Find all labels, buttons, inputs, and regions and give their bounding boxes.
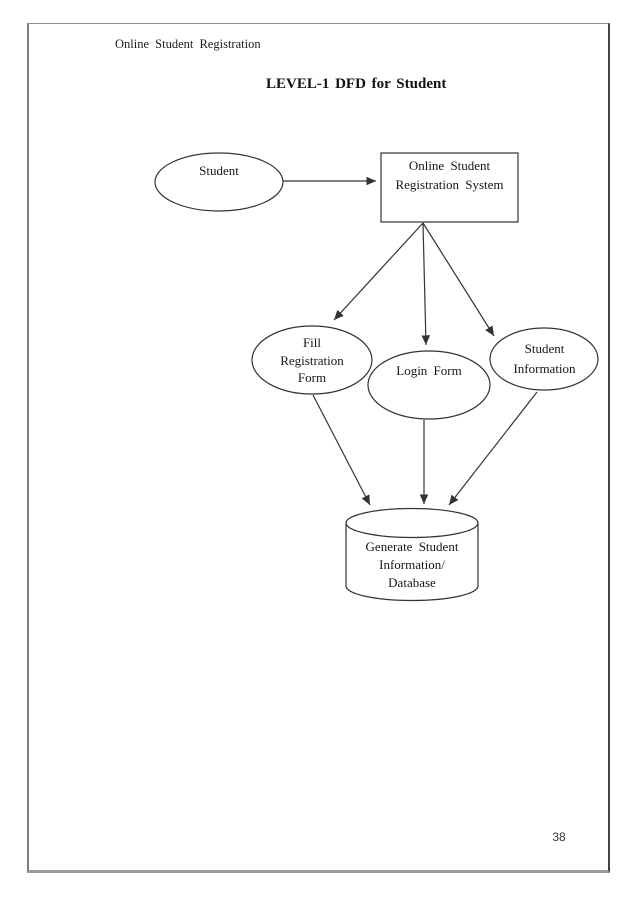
document-header: Online Student Registration [115,37,261,51]
label-line: Generate Student [365,539,459,554]
student-information-label: Student Information [491,339,598,378]
fill-registration-form-label: Fill Registration Form [252,334,372,387]
flow-student-information-to-database [448,391,538,506]
label-line: Fill [302,335,322,350]
label-line: Registration [280,352,344,368]
label-line: Login Form [396,363,462,378]
label-line: Online Student [408,158,491,173]
label-line: Student [524,341,565,356]
database-label: Generate Student Information/ Database [346,538,478,592]
fill-registration-form-ellipse [251,325,373,395]
database-cylinder-body [345,523,479,602]
flow-system-to-fill-form [333,222,424,321]
registration-system-process-box [380,152,519,223]
login-form-label: Login Form [368,363,490,379]
label-line: Registration System [395,177,504,192]
label-line: Form [297,370,327,385]
student-information-ellipse [489,327,599,391]
registration-system-label: Online Student Registration System [382,156,517,194]
flow-system-to-login-form [421,222,431,346]
student-entity-ellipse [154,152,284,212]
flow-system-to-student-information [422,222,495,337]
flow-fill-form-to-database [312,394,371,506]
label-line: Database [388,575,436,590]
label-line: Information/ [379,557,445,572]
student-entity-label: Student [155,163,283,179]
label-line: Information [513,360,576,376]
page-title: LEVEL-1 DFD for Student [266,76,447,92]
label-line: Student [199,163,239,178]
page-number: 38 [552,830,566,844]
database-cylinder-top [345,507,479,539]
login-form-ellipse [367,350,491,420]
